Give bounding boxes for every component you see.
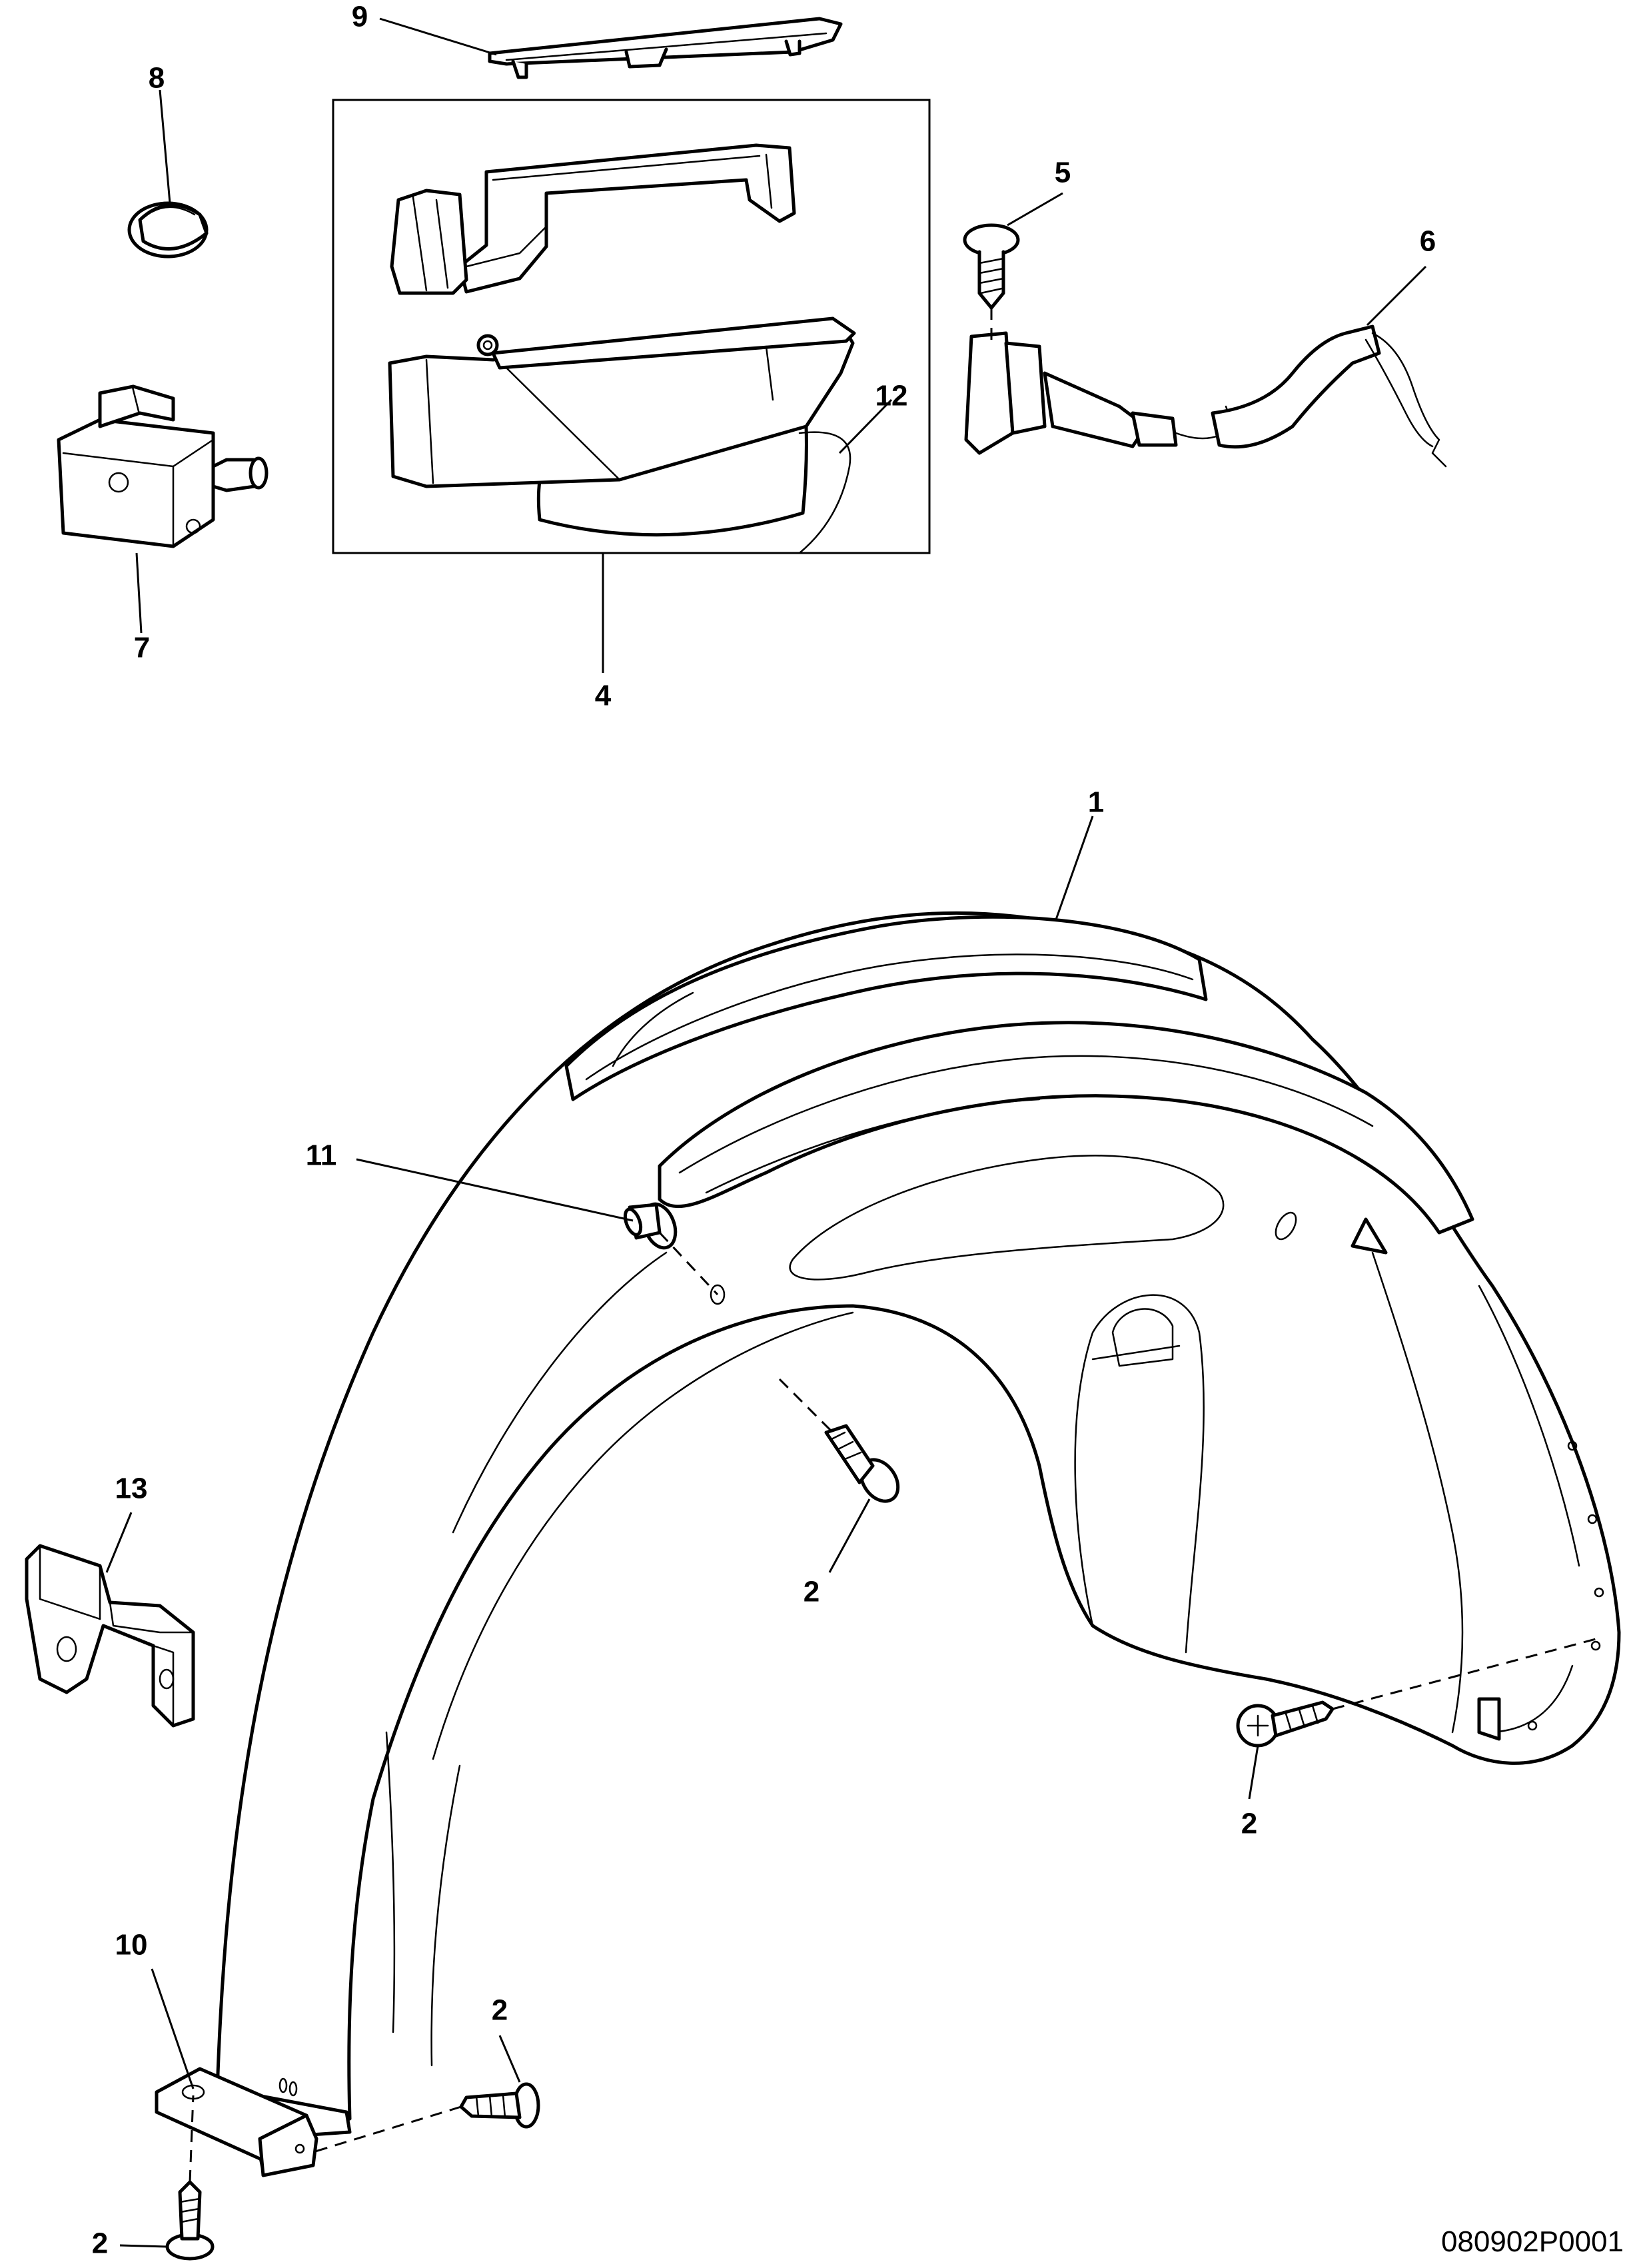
callout-2-right: 2 [1241,1808,1257,1840]
callout-4: 4 [595,680,612,712]
part-13-clip-bracket [25,1544,195,1728]
part-6-sensor-cable [964,324,1447,468]
callout-1: 1 [1088,786,1104,819]
part-4-hinge-arm [390,143,796,295]
part-2-screw-bottom-middle [459,2082,540,2129]
callout-2-bottom-middle: 2 [492,1994,508,2027]
part-9-trim-strip [488,17,843,79]
part-8-plug [127,201,209,259]
callout-10: 10 [115,1929,148,1962]
callout-2-bottom-left: 2 [92,2227,108,2260]
part-2-screw-bottom-left [165,2180,215,2261]
callout-11: 11 [306,1139,337,1172]
part-7-valve-block [57,384,269,548]
callout-labels: 9 8 7 4 5 6 12 1 11 13 2 2 2 10 2 [92,1,1436,2260]
part-2-screw-right [1236,1700,1335,1748]
diagram-reference-code: 080902P0001 [1440,2225,1624,2258]
callout-8: 8 [149,62,165,95]
callout-12: 12 [875,380,908,412]
callout-5: 5 [1055,157,1071,189]
callout-7: 7 [134,632,150,664]
callout-6: 6 [1420,225,1436,258]
callout-9: 9 [352,1,368,33]
part-4-group-box [332,99,931,554]
part-10-bracket [155,2067,318,2177]
part-5-screw [963,223,1020,310]
assembly-dashed-lines [189,308,1596,2183]
callout-2-center: 2 [804,1576,819,1608]
part-4-flap-housing [388,316,856,554]
part-2-screw-center [824,1424,900,1503]
part-1-wheel-arch-liner [215,911,1621,2141]
leader-lines [105,17,1427,2248]
callout-13: 13 [115,1472,148,1505]
